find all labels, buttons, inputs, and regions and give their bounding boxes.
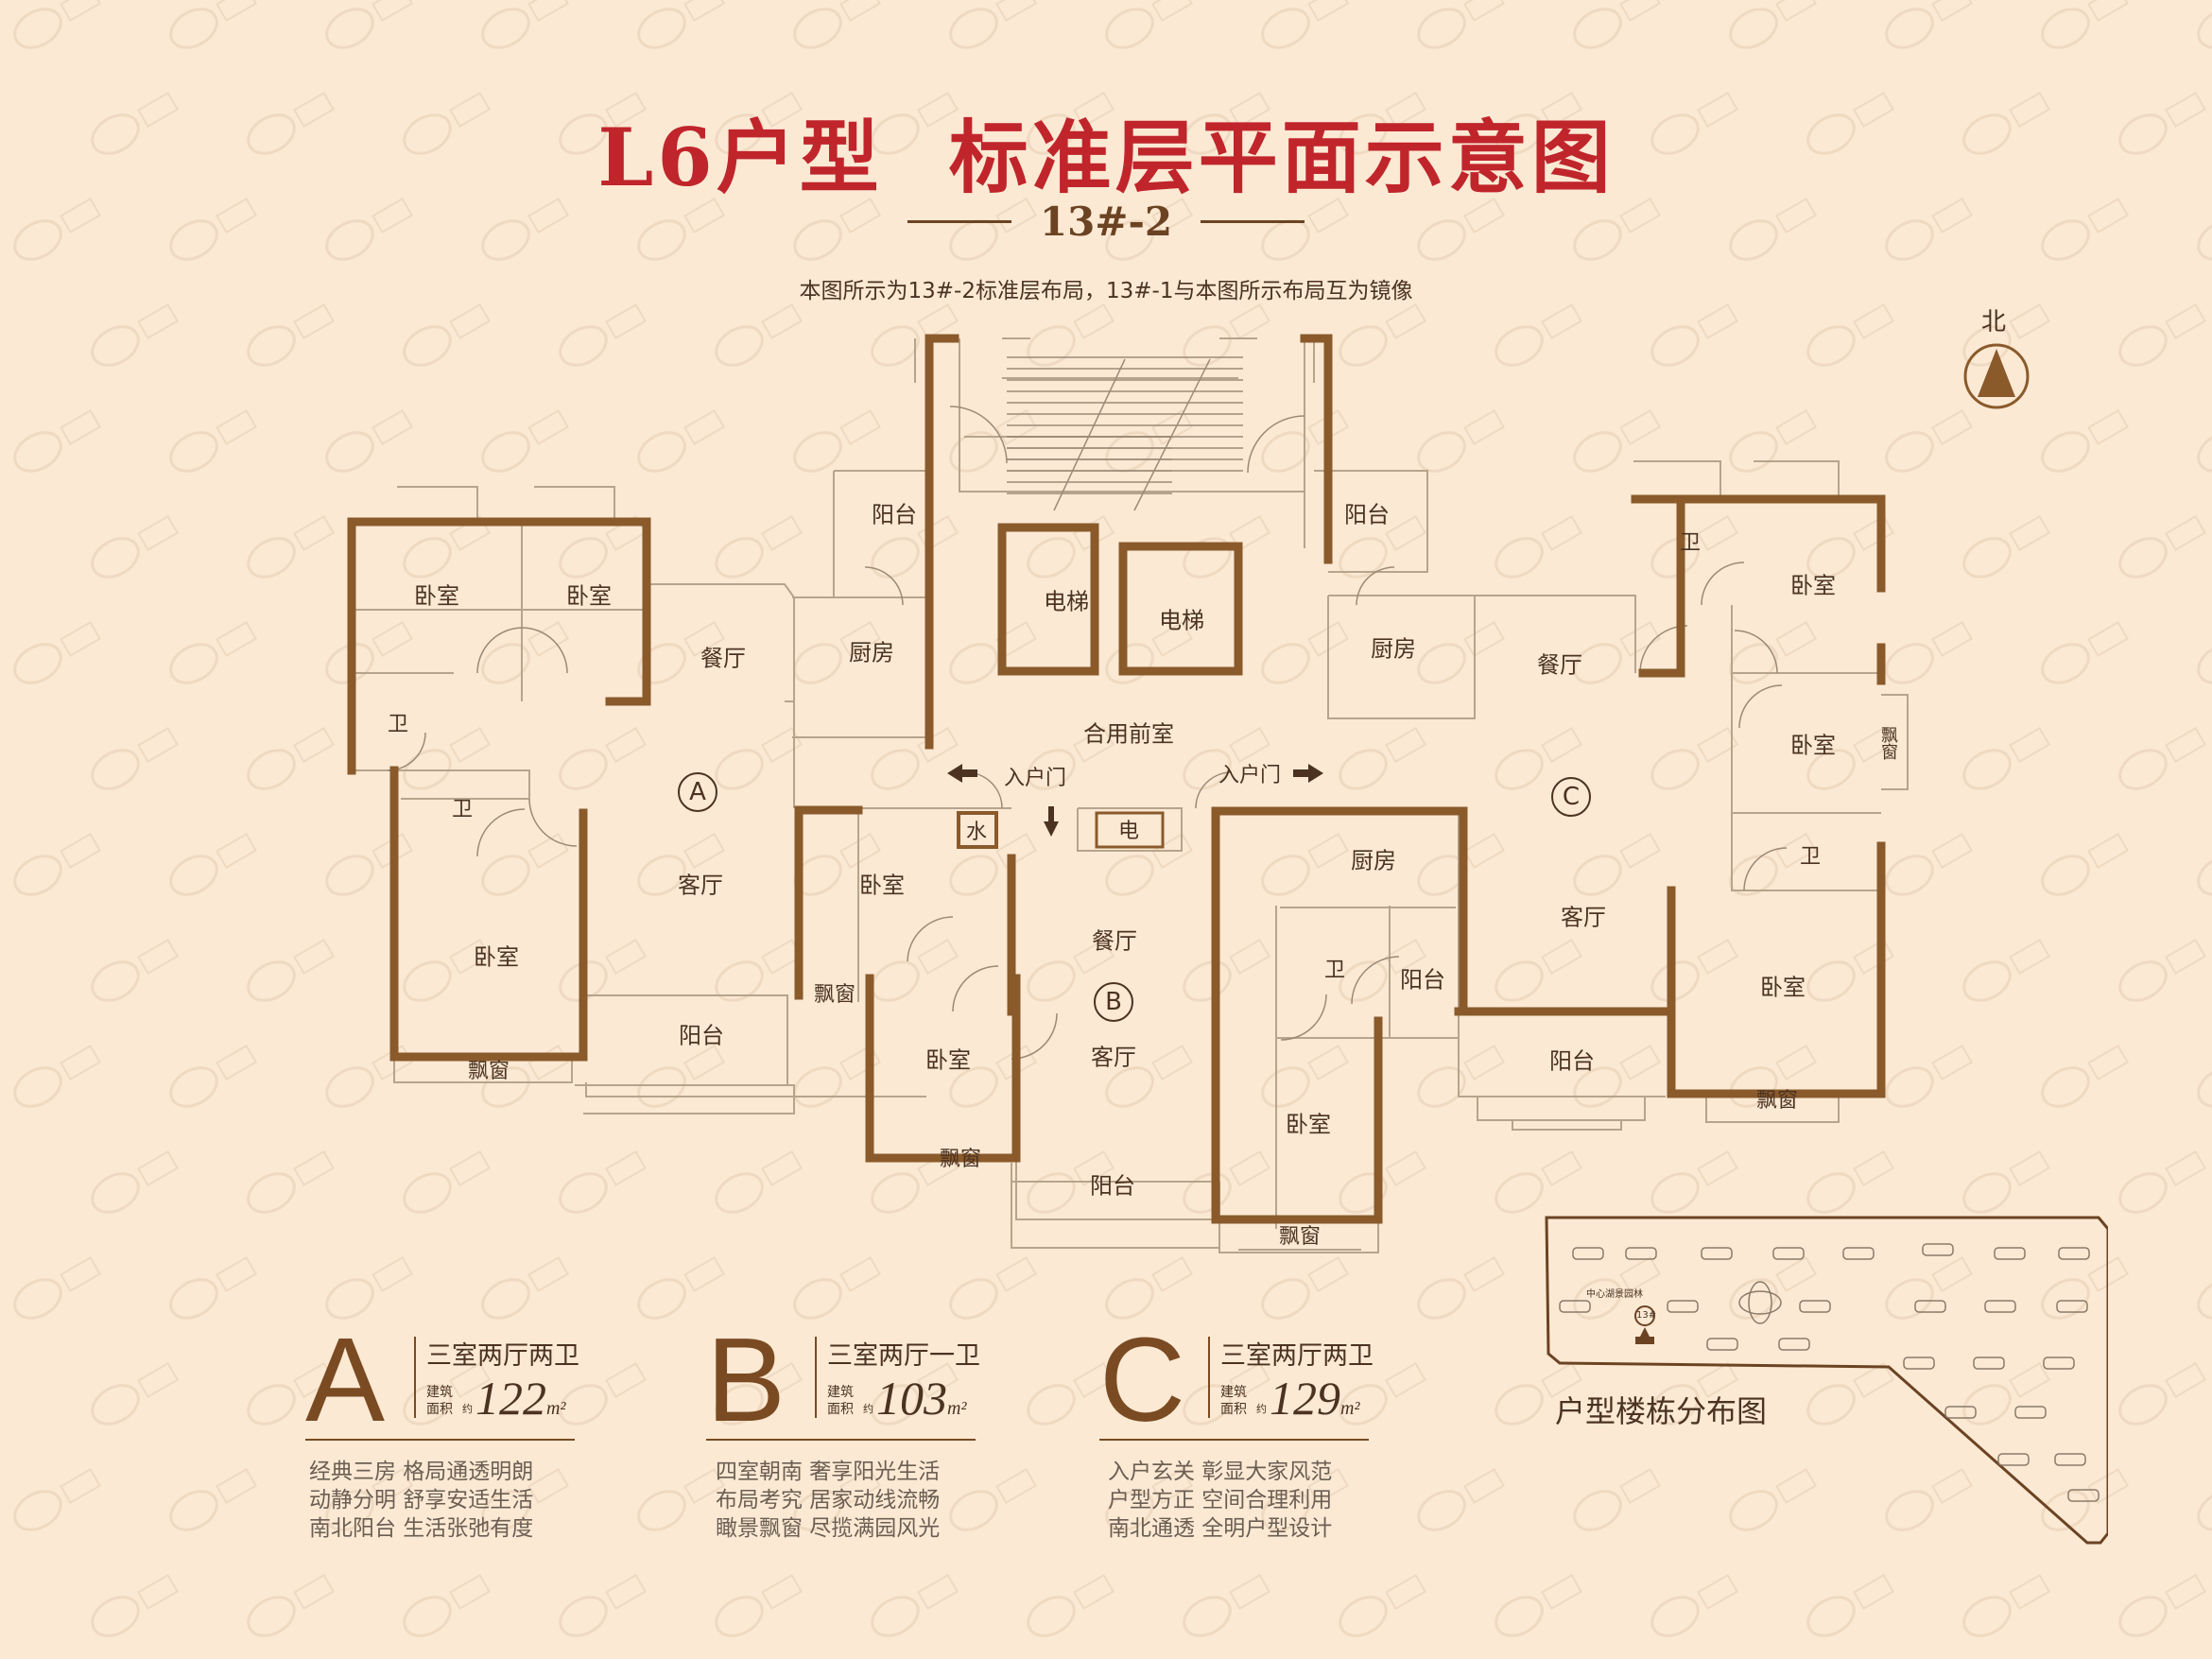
unit-layout: 三室两厅两卫 [426,1341,579,1371]
unit-area: 122m² [475,1372,566,1425]
building-subtitle: 13#-2 [0,199,2212,245]
room-a-balcony-bottom: 阳台 [679,1022,724,1049]
layout-note: 本图所示为13#-2标准层布局，13#-1与本图所示布局互为镜像 [799,279,1413,303]
room-b-bedroom-1: 卧室 [859,872,905,899]
room-b-bay-window-2: 飘窗 [939,1148,982,1171]
elevator-1: 电梯 [1044,588,1089,615]
common-lobby: 合用前室 [1083,720,1174,748]
area-label: 建筑 [426,1385,453,1400]
unit-c-spec: C 三室两厅两卫 建筑 面积 约 129m² [1099,1313,1402,1456]
room-b-kitchen: 厨房 [1351,847,1396,874]
unit-layout: 三室两厅两卫 [1220,1341,1374,1371]
room-a-balcony-top: 阳台 [872,501,917,528]
area-label: 面积 [827,1402,854,1417]
site-building-label: 13# [1636,1310,1657,1321]
north-label: 北 [1981,308,2007,337]
north-arrow-icon [1963,343,2030,409]
area-approx: 约 [863,1403,873,1415]
unit-a-marker: A [678,772,717,812]
unit-letter: C [1099,1313,1185,1446]
room-b-bedroom-3: 卧室 [1286,1111,1331,1138]
room-c-bay-window: 飘窗 [1755,1089,1799,1113]
room-a-bay-window: 飘窗 [467,1060,510,1083]
room-a-bath-1: 卫 [387,713,409,736]
room-c-balcony-bottom: 阳台 [1549,1047,1595,1075]
room-b-bedroom-2: 卧室 [925,1046,971,1074]
electric-shaft: 电 [1117,820,1140,843]
entry-door-right: 入户门 [1218,764,1282,787]
room-a-dining: 餐厅 [700,645,746,672]
building-number: 13#-2 [1039,199,1173,245]
room-a-bedroom-1: 卧室 [414,582,459,610]
page-title: L6户型标准层平面示意图 [597,111,1615,204]
room-c-bedroom-2: 卧室 [1790,732,1836,759]
elevator-2: 电梯 [1159,607,1204,634]
room-c-bay-window-side: 飘窗 [1878,726,1898,760]
room-c-dining: 餐厅 [1537,651,1582,679]
entry-door-left: 入户门 [1003,767,1067,790]
room-b-balcony-side: 阳台 [1400,966,1445,994]
area-label: 建筑 [1220,1385,1247,1400]
area-approx: 约 [1256,1403,1267,1415]
unit-layout: 三室两厅一卫 [827,1341,980,1371]
unit-b-marker: B [1094,982,1133,1022]
room-c-balcony-top: 阳台 [1344,501,1390,528]
room-b-bay-window-1: 飘窗 [813,983,856,1007]
room-b-dining: 餐厅 [1092,927,1137,955]
unit-a-spec: A 三室两厅两卫 建筑 面积 约 122m² [305,1313,608,1456]
unit-b-description: 四室朝南 奢享阳光生活布局考究 居家动线流畅瞰景飘窗 尽揽满园风光 [716,1460,941,1541]
water-shaft: 水 [965,821,988,844]
room-c-bath-1: 卫 [1679,531,1702,555]
room-c-living: 客厅 [1561,904,1606,931]
site-plan-map [1545,1216,2108,1545]
room-b-bay-window-3: 飘窗 [1278,1225,1322,1249]
room-b-bath: 卫 [1323,959,1346,982]
site-plan-title: 户型楼栋分布图 [1555,1393,1768,1429]
area-label: 建筑 [827,1385,854,1400]
unit-c-marker: C [1551,777,1591,817]
area-approx: 约 [462,1403,473,1415]
room-c-kitchen: 厨房 [1371,635,1416,663]
room-a-bath-2: 卫 [451,798,474,821]
unit-a-description: 经典三房 格局通透明朗动静分明 舒享安适生活南北阳台 生活张弛有度 [309,1460,534,1541]
room-c-bedroom-3: 卧室 [1760,974,1806,1001]
room-b-living: 客厅 [1091,1044,1136,1071]
area-label: 面积 [1220,1402,1247,1417]
unit-area: 103m² [876,1372,967,1425]
room-a-bedroom-2: 卧室 [566,582,612,610]
unit-b-spec: B 三室两厅一卫 建筑 面积 约 103m² [706,1313,1009,1456]
room-b-balcony: 阳台 [1090,1172,1135,1200]
area-label: 面积 [426,1402,453,1417]
unit-letter: B [706,1313,786,1446]
room-a-kitchen: 厨房 [849,639,894,666]
room-c-bath-2: 卫 [1799,845,1822,869]
unit-letter: A [305,1313,386,1446]
room-a-living: 客厅 [678,872,723,899]
room-c-bedroom-1: 卧室 [1790,572,1836,599]
site-garden-label: 中心湖景园林 [1586,1289,1643,1300]
unit-c-description: 入户玄关 彰显大家风范户型方正 空间合理利用南北通透 全明户型设计 [1108,1460,1333,1541]
unit-area: 129m² [1270,1372,1360,1425]
room-a-bedroom-3: 卧室 [474,943,519,971]
